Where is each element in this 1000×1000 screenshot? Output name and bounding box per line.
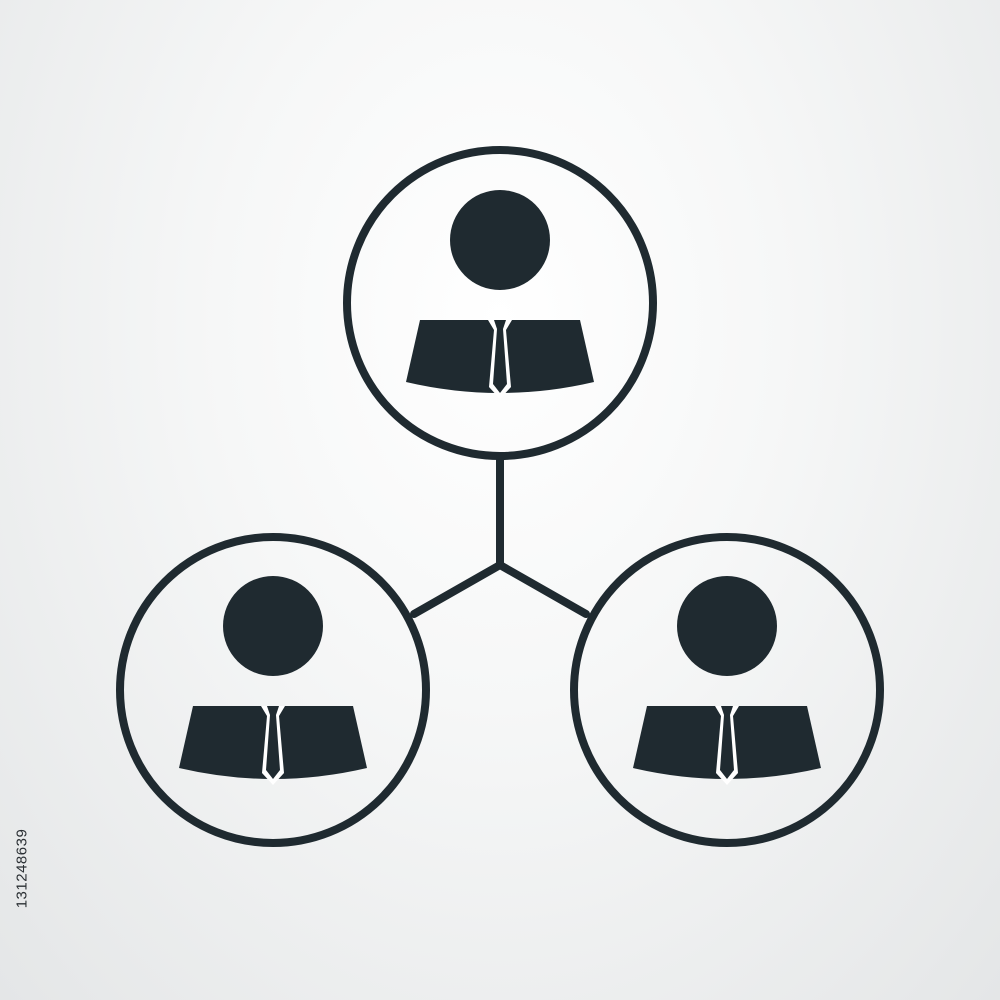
person-node-top (343, 146, 657, 460)
stock-id-text: 131248639 (13, 828, 31, 908)
businessman-icon (406, 190, 594, 399)
connector-left (410, 561, 504, 618)
stock-id-label: 131248639 (10, 768, 34, 968)
node-ring (116, 533, 430, 847)
person-node-left (116, 533, 430, 847)
node-ring (570, 533, 884, 847)
businessman-icon (633, 576, 821, 785)
person-node-right (570, 533, 884, 847)
connector-lines (410, 456, 590, 618)
node-ring (343, 146, 657, 460)
connector-right (496, 561, 590, 618)
businessman-icon (179, 576, 367, 785)
